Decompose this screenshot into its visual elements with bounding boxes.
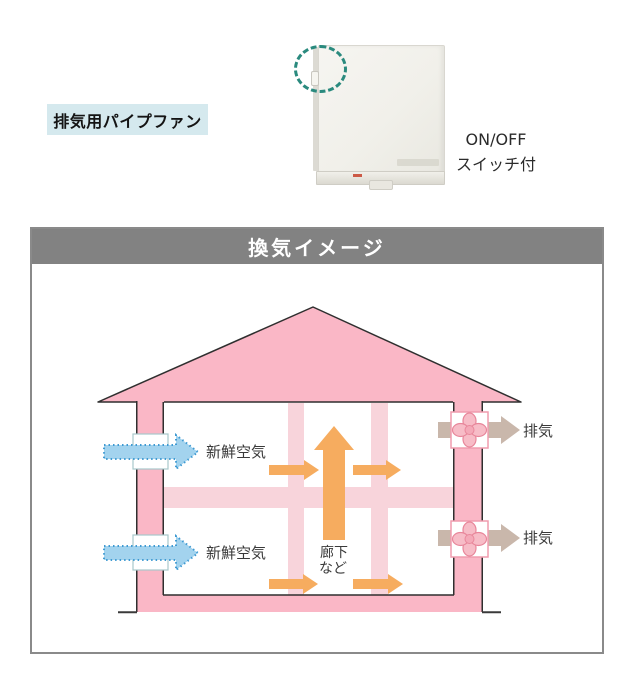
fresh-air-label-1: 新鮮空気 xyxy=(206,443,266,461)
mid-floor-slab xyxy=(164,487,453,508)
flow-arrow-upper-left xyxy=(269,460,319,480)
flow-arrow-upper-right xyxy=(353,460,401,480)
product-label: 排気用パイプファン xyxy=(47,104,208,135)
corridor-label-line1: 廊下 xyxy=(320,544,348,561)
fan-unit-photo xyxy=(294,42,448,190)
house-diagram-svg: 新鮮空気 新鮮空気 排気 排気 廊下 など xyxy=(97,306,553,614)
onoff-note: ON/OFF スイッチ付 xyxy=(455,128,537,178)
exhaust-label-1: 排気 xyxy=(523,422,553,440)
exhaust-fan-1 xyxy=(450,411,489,449)
fan-unit-logo xyxy=(397,159,439,166)
fan-unit-tab xyxy=(369,180,393,190)
exhaust-label-2: 排気 xyxy=(523,529,553,547)
ground-floor-slab xyxy=(136,595,483,612)
panel-title: 換気イメージ xyxy=(248,236,386,260)
onoff-note-line1: ON/OFF xyxy=(465,130,527,149)
flow-arrow-lower-right xyxy=(353,574,403,594)
fresh-air-arrow-2 xyxy=(103,533,200,573)
fan-unit-side xyxy=(313,47,319,171)
fresh-air-label-2: 新鮮空気 xyxy=(206,544,266,562)
ventilation-panel: 換気イメージ xyxy=(30,227,604,654)
fresh-air-arrow-1 xyxy=(103,432,200,472)
roof xyxy=(97,306,522,403)
switch-highlight-circle-icon xyxy=(294,45,347,93)
corridor-label-line2: など xyxy=(319,561,347,577)
product-label-text: 排気用パイプファン xyxy=(53,111,202,131)
panel-header: 換気イメージ xyxy=(32,229,602,264)
fan-unit-red-mark xyxy=(353,174,362,177)
house-diagram: 新鮮空気 新鮮空気 排気 排気 廊下 など xyxy=(32,264,602,652)
left-wall xyxy=(136,400,164,612)
flow-arrow-lower-left xyxy=(269,574,318,594)
onoff-note-line2: スイッチ付 xyxy=(455,154,536,174)
corridor-up-arrow xyxy=(314,426,354,540)
exhaust-fan-2 xyxy=(450,520,489,558)
